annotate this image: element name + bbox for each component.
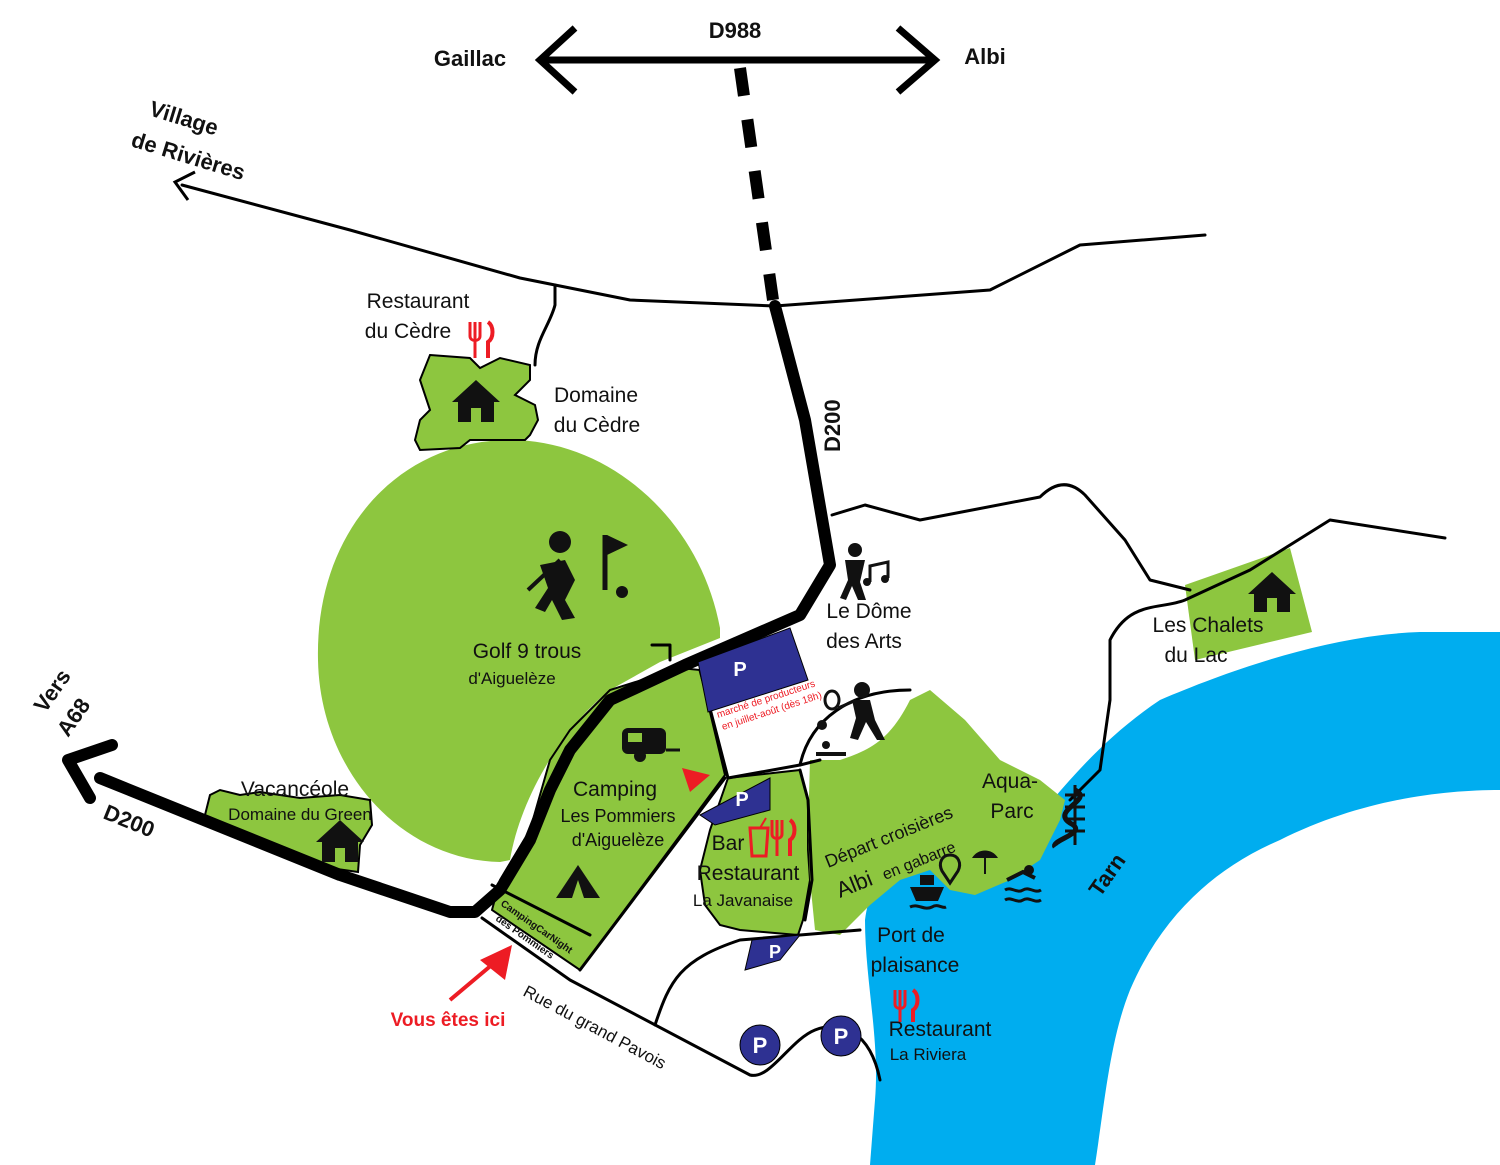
tennis-player-icon bbox=[823, 682, 885, 740]
dancer-icon bbox=[840, 543, 866, 600]
rue-label: Rue du grand Pavois bbox=[520, 982, 669, 1073]
road-south-camp bbox=[578, 776, 727, 972]
parking-marche[interactable] bbox=[697, 627, 809, 713]
road-cedre-branch bbox=[533, 283, 557, 367]
water-slide-icon bbox=[1052, 785, 1085, 849]
vacanceole-label: Domaine du Green bbox=[228, 805, 372, 824]
restaurant-riviera-label: La Riviera bbox=[890, 1045, 967, 1064]
golf-pin-line bbox=[650, 643, 672, 662]
golf-label: Golf 9 trous bbox=[473, 640, 582, 663]
golf-label: d'Aiguelèze bbox=[468, 669, 555, 688]
dome-label: des Arts bbox=[826, 630, 902, 653]
vacanceole-label: Vacancéole bbox=[241, 778, 349, 801]
tent-icon bbox=[556, 865, 600, 898]
chalets-area bbox=[1185, 548, 1312, 660]
chalets-label: Les Chalets bbox=[1153, 614, 1264, 637]
golfer-icon bbox=[526, 531, 575, 620]
d988-arrow-right bbox=[895, 25, 941, 95]
port-label: Port de bbox=[877, 924, 945, 947]
boat-icon bbox=[909, 875, 947, 910]
location-pin-icon bbox=[938, 853, 962, 886]
aquaparc-label: Aqua- bbox=[982, 770, 1038, 793]
aquaparc-label: Parc bbox=[990, 800, 1033, 823]
caravan-icon bbox=[622, 728, 680, 762]
restaurant-riviera-label: Restaurant bbox=[889, 1018, 992, 1041]
parking-circle-2[interactable] bbox=[820, 1015, 862, 1057]
parking-label: P bbox=[834, 1024, 849, 1049]
parking-circle-1[interactable] bbox=[739, 1024, 781, 1066]
camping-label: Camping bbox=[573, 778, 657, 801]
parking-label: P bbox=[735, 789, 748, 811]
bar-label: Bar bbox=[712, 832, 745, 855]
restaurant-javanaise-label: Restaurant bbox=[697, 862, 800, 885]
central-green-area bbox=[808, 690, 1065, 935]
parking-label: P bbox=[769, 942, 781, 962]
dome-label: Le Dôme bbox=[826, 600, 911, 623]
domaine-cedre-label: Domaine bbox=[554, 384, 638, 407]
road-grand-pavois bbox=[480, 916, 882, 1082]
d200-north-label: D200 bbox=[820, 399, 845, 452]
golf-flag-icon bbox=[602, 535, 628, 598]
camping-label: d'Aiguelèze bbox=[572, 830, 665, 850]
port-label: plaisance bbox=[871, 954, 960, 977]
playground-icon bbox=[816, 720, 846, 756]
road-javanaise bbox=[798, 768, 814, 922]
camping-label: Les Pommiers bbox=[560, 806, 675, 826]
swimmer-icon bbox=[1004, 865, 1042, 903]
restaurant-icon bbox=[468, 320, 495, 358]
beach-umbrella-icon bbox=[972, 850, 998, 874]
parking-south[interactable] bbox=[744, 934, 802, 971]
road-parking-loop bbox=[653, 928, 862, 1027]
house-icon bbox=[1248, 572, 1296, 612]
pizza-icon bbox=[682, 768, 710, 792]
restaurant-icon bbox=[893, 988, 920, 1022]
d988-connector bbox=[734, 67, 779, 301]
road-dome-north bbox=[830, 483, 1192, 592]
you-are-here-arrow-icon bbox=[448, 945, 512, 1002]
d200-west-label: D200 bbox=[100, 799, 158, 842]
road-village bbox=[180, 183, 1207, 308]
road-dome-loop bbox=[798, 688, 912, 767]
road-chalets bbox=[1068, 518, 1447, 802]
house-icon bbox=[316, 820, 364, 862]
parking-label: P bbox=[733, 659, 746, 681]
restaurant-icon bbox=[770, 818, 797, 856]
parking-label: P bbox=[753, 1033, 768, 1058]
vous-etes-ici-label: Vous êtes ici bbox=[391, 1010, 506, 1031]
drink-icon bbox=[748, 817, 770, 858]
d200-north-road bbox=[94, 300, 836, 918]
d988-arrow-left bbox=[534, 25, 578, 95]
restaurant-cedre-label: du Cèdre bbox=[365, 320, 451, 343]
restaurant-javanaise-label: La Javanaise bbox=[693, 891, 793, 910]
albi-label: Albi bbox=[964, 44, 1006, 69]
village-arrow bbox=[172, 170, 196, 201]
house-icon bbox=[452, 380, 500, 422]
tarn-river bbox=[865, 632, 1500, 1165]
gaillac-label: Gaillac bbox=[434, 46, 506, 71]
music-note-icon bbox=[863, 560, 890, 586]
road-camp-divider bbox=[490, 883, 592, 937]
d200-west-arrowhead bbox=[62, 739, 118, 804]
restaurant-cedre-label: Restaurant bbox=[367, 290, 470, 313]
parking-javanaise[interactable] bbox=[699, 777, 771, 826]
road-central bbox=[698, 668, 822, 780]
d988-label: D988 bbox=[709, 18, 762, 43]
domaine-cedre-label: du Cèdre bbox=[554, 414, 640, 437]
chalets-label: du Lac bbox=[1164, 644, 1227, 667]
